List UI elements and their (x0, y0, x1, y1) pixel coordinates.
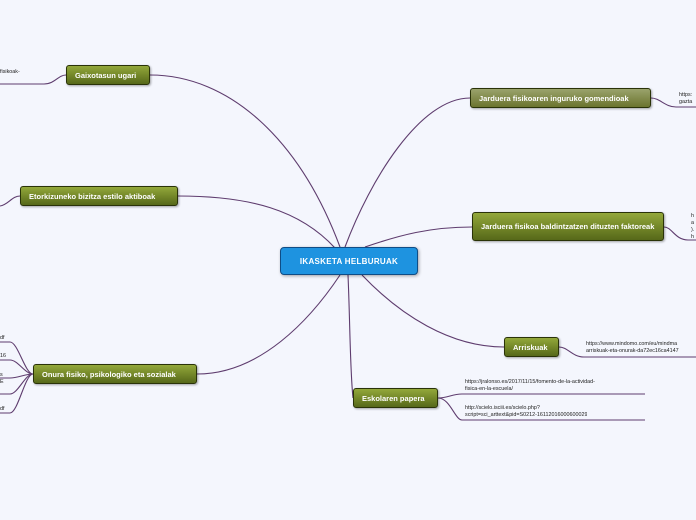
central-topic[interactable]: IKASKETA HELBURUAK (280, 247, 418, 275)
topic-jarduera-fisikoaren-gomendioak[interactable]: Jarduera fisikoaren inguruko gomendioak (470, 88, 651, 108)
topic-jarduera-faktoreak[interactable]: Jarduera fisikoa baldintzatzen dituzten … (472, 212, 664, 241)
note-line: script=sci_arttext&pid=S0212-16112016000… (465, 412, 588, 418)
topic-arriskuak[interactable]: Arriskuak (504, 337, 559, 357)
note-onura-5[interactable]: df (0, 406, 5, 413)
note-line: fisica-en-la-escuela/ (465, 386, 513, 392)
topic-label: Onura fisiko, psikologiko eta sozialak (42, 369, 176, 379)
note-line: https: (679, 92, 693, 98)
connector-onura-note-2 (0, 359, 34, 375)
note-line: arriskuak-eta-onurak-da72ec16ca4147 (586, 348, 679, 354)
note-gaixotasun[interactable]: fisikoak- (0, 69, 20, 76)
note-line: https://www.mindomo.com/eu/mindma (586, 341, 678, 347)
connector-jarduera-faktoreak-note (663, 226, 696, 241)
connector-arriskuak-note (558, 346, 696, 358)
topic-onura-fisiko[interactable]: Onura fisiko, psikologiko eta sozialak (33, 364, 197, 384)
topic-label: Jarduera fisikoaren inguruko gomendioak (479, 93, 629, 103)
note-onura-3[interactable]: s (0, 372, 3, 379)
topic-eskolaren-papera[interactable]: Eskolaren papera (353, 388, 438, 408)
note-line: s (0, 372, 3, 378)
note-onura-1[interactable]: df (0, 335, 5, 342)
note-jarduera-ingurua[interactable]: https: gazta (679, 92, 696, 106)
topic-label: Eskolaren papera (362, 393, 425, 403)
connector-onura-note-1 (0, 341, 34, 375)
note-line: df (0, 406, 5, 412)
note-line: http://scielo.isciii.es/scielo.php? (465, 405, 540, 411)
note-onura-4[interactable]: E (0, 379, 4, 386)
connector-jarduera-ingurua (344, 97, 471, 248)
central-topic-label: IKASKETA HELBURUAK (299, 256, 399, 266)
topic-label: Arriskuak (513, 342, 548, 352)
topic-etorkizuneko-bizitza[interactable]: Etorkizuneko bizitza estilo aktiboak (20, 186, 178, 206)
topic-gaixotasun-ugari[interactable]: Gaixotasun ugari (66, 65, 150, 85)
note-eskolaren-1[interactable]: https://jralonso.es/2017/11/15/fomento-d… (465, 379, 595, 393)
connector-arriskuak (361, 274, 505, 348)
topic-label: Jarduera fisikoa baldintzatzen dituzten … (481, 222, 655, 231)
note-line: df (0, 335, 5, 341)
note-line: h (691, 234, 694, 240)
connector-eskolaren-note-1 (437, 393, 645, 399)
topic-label: Etorkizuneko bizitza estilo aktiboak (29, 191, 156, 201)
note-line: gazta (679, 99, 693, 105)
note-line: ). (691, 227, 695, 233)
connector-jarduera-faktoreak (364, 226, 473, 248)
note-line: fisikoak- (0, 69, 20, 75)
connector-onura-note-5 (0, 373, 34, 414)
note-line: h (691, 213, 694, 219)
connector-eskolaren-note-2 (437, 397, 645, 421)
connector-eskolaren (347, 274, 354, 399)
note-line: E (0, 379, 4, 385)
note-arriskuak[interactable]: https://www.mindomo.com/eu/mindma arrisk… (586, 341, 696, 355)
note-jarduera-faktoreak[interactable]: h a ). h (691, 213, 696, 241)
connector-jarduera-ingurua-note (650, 97, 696, 108)
connector-onura (196, 274, 341, 375)
connector-etorkizuneko (177, 195, 336, 249)
note-eskolaren-2[interactable]: http://scielo.isciii.es/scielo.php? scri… (465, 405, 587, 419)
note-line: a (691, 220, 694, 226)
connector-etorkizuneko-note (0, 195, 21, 207)
connector-gaixotasun (149, 74, 341, 248)
note-line: 16 (0, 353, 6, 359)
note-onura-2[interactable]: 16 (0, 353, 6, 360)
connector-onura-note-3 (0, 373, 34, 379)
topic-label: Gaixotasun ugari (75, 70, 137, 80)
note-line: https://jralonso.es/2017/11/15/fomento-d… (465, 379, 595, 385)
connector-gaixotasun-note (0, 74, 67, 85)
